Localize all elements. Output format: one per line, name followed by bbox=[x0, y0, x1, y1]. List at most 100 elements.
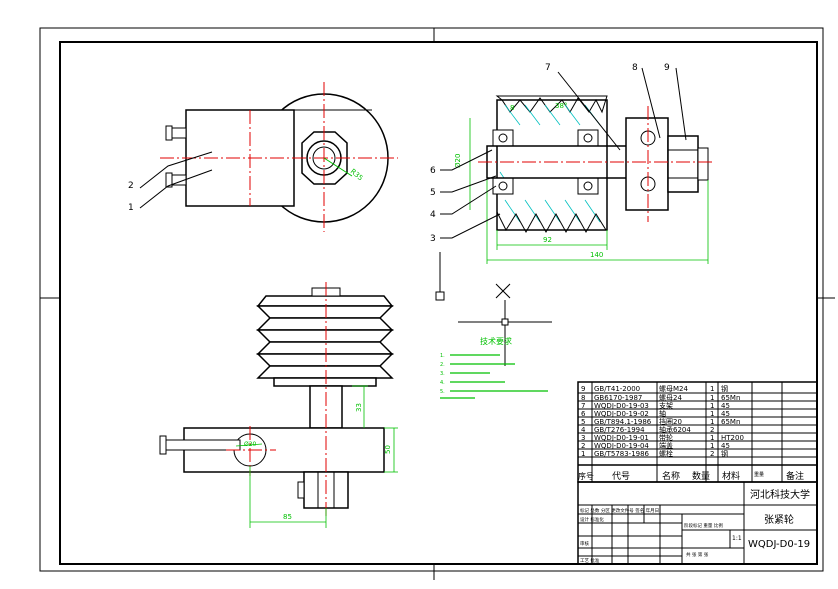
svg-text:4.: 4. bbox=[440, 380, 445, 386]
balloon-6: 6 bbox=[430, 166, 436, 176]
svg-text:3.: 3. bbox=[440, 371, 445, 377]
svg-text:轴: 轴 bbox=[659, 409, 666, 418]
svg-text:7: 7 bbox=[581, 402, 585, 410]
svg-text:WQDJ-D0-19-02: WQDJ-D0-19-02 bbox=[594, 410, 649, 418]
svg-text:45: 45 bbox=[721, 402, 730, 410]
svg-text:2: 2 bbox=[710, 426, 714, 434]
table-row: 9 GB/T41-2000 螺母M24 1 钢 bbox=[581, 384, 728, 393]
svg-text:WQDJ-D0-19-04: WQDJ-D0-19-04 bbox=[594, 442, 649, 450]
title-row-3: 审核 bbox=[580, 540, 589, 547]
svg-text:5.: 5. bbox=[440, 389, 445, 395]
outer-border bbox=[39, 27, 824, 572]
balloon-9: 9 bbox=[664, 63, 670, 73]
svg-text:钢: 钢 bbox=[721, 384, 728, 393]
svg-text:GB6170-1987: GB6170-1987 bbox=[594, 394, 642, 402]
balloon-2: 2 bbox=[128, 181, 134, 191]
title-stage: 阶段标记 重量 比例 bbox=[684, 522, 723, 529]
title-row-1: 标记 处数 分区 更改文件号 签名 年月日 bbox=[580, 507, 659, 514]
scale-value: 1:1 bbox=[732, 535, 742, 542]
svg-text:2.: 2. bbox=[440, 362, 445, 368]
svg-text:65Mn: 65Mn bbox=[721, 394, 740, 402]
svg-text:1: 1 bbox=[710, 434, 714, 442]
table-row: 2 WQDJ-D0-19-04 端盖 1 45 bbox=[581, 441, 730, 450]
table-row: 4 GB/T276-1994 轴承6204 2 bbox=[581, 425, 714, 434]
svg-text:5: 5 bbox=[581, 418, 585, 426]
svg-text:1.: 1. bbox=[440, 353, 445, 359]
balloon-1: 1 bbox=[128, 203, 134, 213]
part-name: 张紧轮 bbox=[764, 513, 794, 526]
svg-text:1: 1 bbox=[710, 385, 714, 393]
svg-text:名称: 名称 bbox=[662, 470, 680, 482]
svg-text:钢: 钢 bbox=[721, 449, 728, 458]
bom-table bbox=[577, 381, 818, 483]
svg-text:GB/T5783-1986: GB/T5783-1986 bbox=[594, 450, 650, 458]
balloon-3: 3 bbox=[430, 234, 436, 244]
svg-text:带轮: 带轮 bbox=[659, 433, 673, 442]
notes-list: 1. 2. 3. 4. 5. bbox=[440, 353, 445, 395]
svg-text:轴承6204: 轴承6204 bbox=[659, 425, 691, 434]
dim-92: 92 bbox=[543, 236, 552, 244]
radius-dim: R35 bbox=[349, 167, 365, 182]
school-name: 河北科技大学 bbox=[750, 488, 810, 501]
svg-text:支架: 支架 bbox=[659, 401, 673, 410]
svg-text:代号: 代号 bbox=[612, 471, 630, 482]
svg-text:1: 1 bbox=[710, 402, 714, 410]
dim-pitch: 8 bbox=[510, 104, 514, 112]
title-sheet: 共 张 第 张 bbox=[686, 551, 709, 558]
svg-text:重量: 重量 bbox=[754, 471, 764, 478]
table-row: 7 WQDJ-D0-19-03 支架 1 45 bbox=[581, 401, 730, 410]
svg-text:WQDJ-D0-19-03: WQDJ-D0-19-03 bbox=[594, 402, 649, 410]
dim-angle: 38° bbox=[555, 102, 567, 110]
table-row: 3 WQDJ-D0-19-01 带轮 1 HT200 bbox=[581, 433, 744, 442]
balloon-4: 4 bbox=[430, 210, 436, 220]
balloon-8: 8 bbox=[632, 63, 638, 73]
dim-140: 140 bbox=[590, 251, 603, 259]
title-row-2: 设计 标准化 bbox=[580, 516, 604, 523]
notes-title: 技术要求 bbox=[480, 336, 512, 346]
svg-text:螺栓: 螺栓 bbox=[659, 449, 673, 458]
table-row: 1 GB/T5783-1986 螺栓 2 钢 bbox=[581, 449, 728, 458]
cursor-crosshair bbox=[435, 252, 552, 366]
svg-text:数量: 数量 bbox=[692, 470, 710, 482]
dim-50: 50 bbox=[384, 445, 392, 454]
svg-text:备注: 备注 bbox=[786, 470, 804, 482]
svg-text:4: 4 bbox=[581, 426, 586, 434]
top-left-view bbox=[160, 82, 398, 232]
svg-text:GB/T41-2000: GB/T41-2000 bbox=[594, 385, 640, 393]
svg-text:螺母24: 螺母24 bbox=[659, 393, 682, 402]
bottom-front-view bbox=[159, 282, 398, 528]
svg-text:9: 9 bbox=[581, 385, 585, 393]
svg-text:8: 8 bbox=[581, 394, 585, 402]
svg-text:GB/T276-1994: GB/T276-1994 bbox=[594, 426, 645, 434]
bom-header: 序号 代号 名称 数量 材料 重量 备注 bbox=[578, 470, 804, 482]
balloon-5: 5 bbox=[430, 188, 436, 198]
svg-text:GB/T894.1-1986: GB/T894.1-1986 bbox=[594, 418, 652, 426]
table-row: 6 WQDJ-D0-19-02 轴 1 45 bbox=[581, 409, 730, 418]
svg-text:6: 6 bbox=[581, 410, 586, 418]
svg-text:3: 3 bbox=[581, 434, 585, 442]
svg-text:45: 45 bbox=[721, 442, 730, 450]
svg-text:序号: 序号 bbox=[578, 471, 594, 481]
svg-text:2: 2 bbox=[710, 450, 714, 458]
leaders-1-2 bbox=[139, 151, 213, 209]
svg-text:HT200: HT200 bbox=[721, 434, 744, 442]
bom-rows: 9 GB/T41-2000 螺母M24 1 钢 8 GB6170-1987 螺母… bbox=[581, 384, 744, 458]
inner-frame bbox=[59, 41, 818, 565]
svg-text:45: 45 bbox=[721, 410, 730, 418]
dim-bore-bottom: Ø20 bbox=[244, 441, 257, 448]
svg-text:挡圈20: 挡圈20 bbox=[659, 417, 682, 426]
svg-text:1: 1 bbox=[710, 418, 714, 426]
svg-text:WQDJ-D0-19-01: WQDJ-D0-19-01 bbox=[594, 434, 649, 442]
svg-text:端盖: 端盖 bbox=[659, 441, 673, 450]
svg-text:1: 1 bbox=[581, 450, 585, 458]
balloon-7: 7 bbox=[545, 63, 551, 73]
svg-text:1: 1 bbox=[710, 394, 714, 402]
svg-text:材料: 材料 bbox=[722, 470, 740, 482]
dim-33: 33 bbox=[355, 403, 363, 412]
leaders-3-9 bbox=[440, 67, 687, 239]
top-right-section bbox=[469, 95, 714, 264]
center-marks bbox=[40, 28, 835, 580]
svg-text:1: 1 bbox=[710, 442, 714, 450]
drawing-number: WQDJ-D0-19 bbox=[748, 539, 810, 550]
